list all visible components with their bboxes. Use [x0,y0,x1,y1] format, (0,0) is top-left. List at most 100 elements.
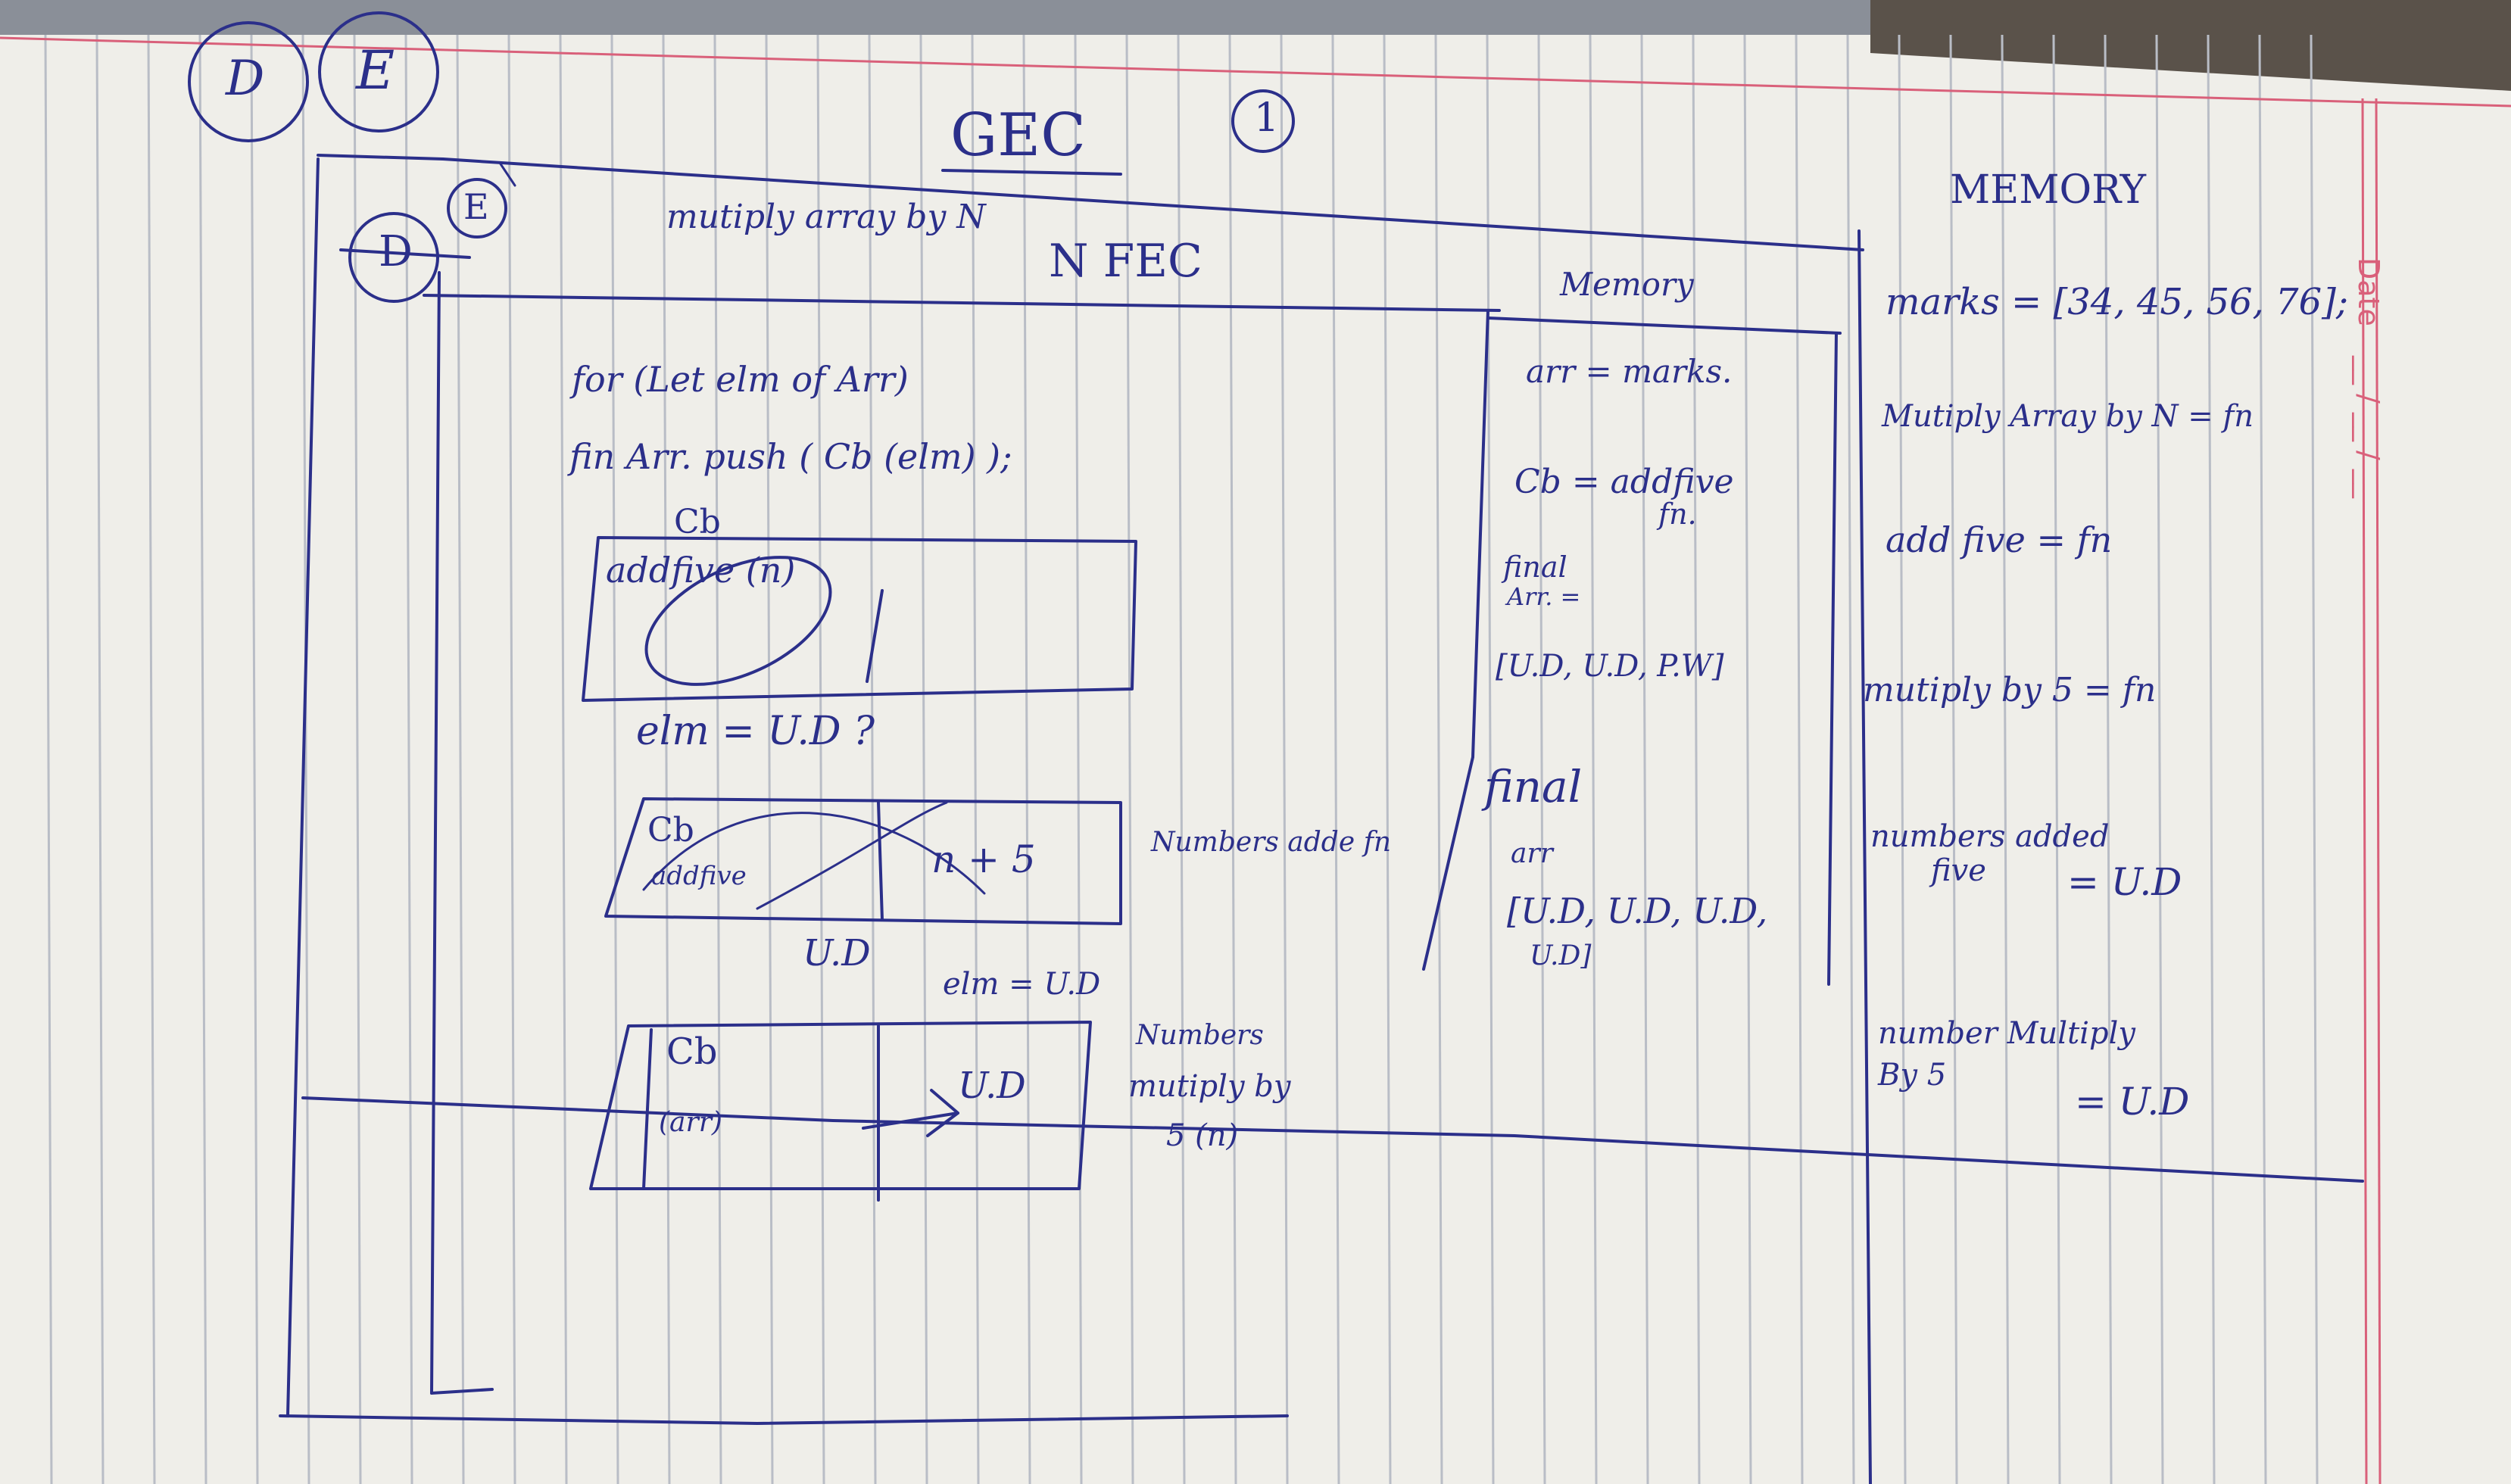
rule-line [2155,34,2164,1484]
fec-circle-e [447,178,507,238]
rule-line [1228,34,1237,1484]
inner-memory-final-arr: Arr. = [1507,582,1581,611]
gec-box-bottom [301,1096,2364,1183]
title-underline [941,169,1122,176]
cb-box-3-arrow [862,1089,959,1137]
memory-entry-addfive-fn: add five = fn [1886,519,2113,560]
circle-d-letter: D [226,51,265,107]
memory-entry-by5: By 5 [1878,1058,1947,1093]
cb-box-2 [604,797,1122,925]
rule-line [1074,34,1083,1484]
cb-box-2-label1: Cb [647,811,694,850]
cb-box-3-label1: Cb [666,1030,718,1073]
cb-box-1 [582,536,1137,702]
memory-heading: MEMORY [1950,167,2146,213]
memory-entry-multiplyby5-fn: mutiply by 5 = fn [1863,671,2157,709]
rule-line [1125,34,1134,1484]
gec-box-top [441,157,1864,251]
elm-line-1: elm = U.D ? [636,709,875,754]
inner-memory-arr: arr = marks. [1526,353,1733,390]
margin-line-1 [2361,98,2368,1484]
rule-line [1949,34,1958,1484]
inner-memory-array-2: [U.D, U.D, U.D, [1507,890,1768,931]
circle-e-letter: E [356,39,395,101]
rule-line [1795,34,1804,1484]
inner-memory-array-2-end: U.D] [1530,940,1592,971]
rule-line [816,34,825,1484]
rule-line [95,34,104,1484]
cb-box-3-right: U.D [958,1065,1026,1107]
inner-memory-right [1827,332,1838,986]
fec-header-line1: mutiply array by N [666,198,986,236]
page-number: 1 [1254,95,1280,141]
date-slashes: __ / __ / __ [2352,356,2385,498]
rule-line [1486,34,1495,1484]
cb-box-2-label2: addfive [651,861,747,891]
rule-line [2207,34,2216,1484]
notebook-top-edge [0,0,1870,35]
inner-memory-heading: Memory [1560,266,1694,303]
code-line-push: fin Arr. push ( Cb (elm) ); [569,436,1012,477]
inner-memory-cb: Cb = addfive [1514,463,1734,501]
rule-line [1280,34,1289,1484]
rule-line [1383,34,1392,1484]
page-title: GEC [950,101,1086,170]
memory-entry-number-multiply: number Multiply [1878,1016,2135,1051]
ruled-lines [44,34,2319,1484]
outer-box-left [286,157,320,1417]
date-label: Date [2352,257,2385,326]
rule-line [2104,34,2113,1484]
rule-line [2052,34,2061,1484]
rule-line [971,34,980,1484]
inner-memory-arr-2: arr [1511,838,1553,869]
fec-header-line2: N FEC [1049,235,1202,288]
memory-entry-marks: marks = [34, 45, 56, 76]; [1886,281,2349,323]
rule-line [765,34,774,1484]
cb-box-1-top-label: Cb [674,503,721,541]
rule-line [713,34,722,1484]
rule-line [2001,34,2010,1484]
rule-line [1434,34,1443,1484]
rule-line [404,34,413,1484]
memory-entry-ud-1: = U.D [2067,860,2182,904]
rule-line [198,34,207,1484]
cb-box-3-label2: (arr) [659,1107,722,1138]
rule-line [1743,34,1752,1484]
rule-line [662,34,671,1484]
fec-box-top [423,294,1501,312]
cb-box-3-note3: 5 (n) [1166,1118,1239,1153]
rule-line [250,34,259,1484]
code-line-for: for (Let elm of Arr) [572,359,909,400]
rule-line [1640,34,1649,1484]
cb-box-3-note2: mutiply by [1128,1069,1291,1104]
inner-memory-left [1422,309,1489,971]
rule-line [1692,34,1701,1484]
circle-d-mark [188,21,309,142]
cb-box-2-note: Numbers adde fn [1151,827,1392,858]
inner-memory-final-2: final [1484,761,1583,812]
rule-line [2258,34,2267,1484]
memory-entry-five: five [1931,853,1986,888]
outer-box-bottom [279,1414,1289,1425]
margin-line-2 [2375,98,2382,1484]
cb-box-1-loop [644,556,832,686]
rule-line [1331,34,1340,1484]
rule-line [1537,34,1546,1484]
rule-line [507,34,516,1484]
page-number-circle [1231,89,1295,153]
inner-memory-array-1: [U.D, U.D, P.W] [1496,649,1724,684]
circle-e-mark [318,11,439,132]
fec-box-left [430,271,441,1395]
rule-line [868,34,877,1484]
rule-line [1846,34,1855,1484]
memory-entry-numbers-added: numbers added [1870,819,2110,854]
rule-line [456,34,465,1484]
inner-memory-fn: fn. [1658,497,1697,531]
rule-line [301,34,310,1484]
rule-line [559,34,568,1484]
rule-line [44,34,53,1484]
rule-line [147,34,156,1484]
